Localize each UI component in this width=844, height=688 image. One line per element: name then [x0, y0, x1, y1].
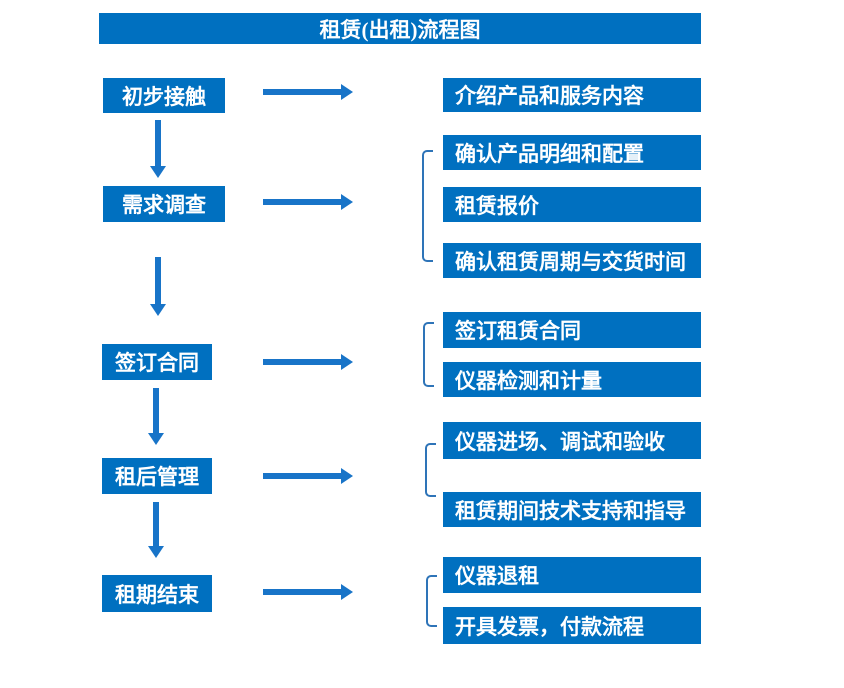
- arrow-shaft: [263, 199, 343, 205]
- down-arrow-1: [150, 120, 166, 178]
- arrow-head-icon: [341, 84, 353, 100]
- right-arrow-1: [263, 84, 353, 100]
- flowchart-title: 租赁(出租)流程图: [99, 13, 701, 44]
- arrow-head-icon: [341, 194, 353, 210]
- detail-box-3-2: 仪器检测和计量: [443, 362, 701, 397]
- arrow-shaft: [155, 120, 161, 167]
- stage-box-5: 租期结束: [102, 575, 212, 612]
- arrow-head-icon: [148, 433, 164, 445]
- stage-box-3: 签订合同: [102, 344, 212, 380]
- detail-box-2-3: 确认租赁周期与交货时间: [443, 243, 701, 278]
- bracket-group-4: [425, 443, 436, 497]
- detail-box-5-2: 开具发票，付款流程: [443, 607, 701, 644]
- arrow-shaft: [153, 502, 159, 547]
- bracket-group-2: [422, 150, 433, 262]
- arrow-head-icon: [341, 354, 353, 370]
- arrow-head-icon: [150, 304, 166, 316]
- right-arrow-4: [263, 468, 353, 484]
- bracket-group-5: [426, 575, 437, 627]
- stage-box-4: 租后管理: [102, 458, 212, 494]
- detail-box-4-2: 租赁期间技术支持和指导: [443, 492, 701, 527]
- detail-box-1-1: 介绍产品和服务内容: [443, 78, 701, 112]
- down-arrow-4: [148, 502, 164, 558]
- right-arrow-5: [263, 584, 353, 600]
- arrow-shaft: [263, 89, 343, 95]
- detail-box-3-1: 签订租赁合同: [443, 312, 701, 348]
- arrow-shaft: [263, 473, 343, 479]
- arrow-shaft: [155, 257, 161, 305]
- stage-box-1: 初步接触: [103, 78, 225, 113]
- detail-box-2-2: 租赁报价: [443, 187, 701, 222]
- arrow-shaft: [263, 359, 343, 365]
- arrow-shaft: [263, 589, 343, 595]
- arrow-shaft: [153, 388, 159, 434]
- bracket-group-3: [423, 322, 434, 387]
- stage-box-2: 需求调查: [103, 186, 225, 222]
- down-arrow-3: [148, 388, 164, 445]
- detail-box-4-1: 仪器进场、调试和验收: [443, 422, 701, 459]
- arrow-head-icon: [341, 468, 353, 484]
- arrow-head-icon: [341, 584, 353, 600]
- down-arrow-2: [150, 257, 166, 316]
- arrow-head-icon: [150, 166, 166, 178]
- detail-box-2-1: 确认产品明细和配置: [443, 135, 701, 170]
- detail-box-5-1: 仪器退租: [443, 557, 701, 593]
- right-arrow-2: [263, 194, 353, 210]
- right-arrow-3: [263, 354, 353, 370]
- arrow-head-icon: [148, 546, 164, 558]
